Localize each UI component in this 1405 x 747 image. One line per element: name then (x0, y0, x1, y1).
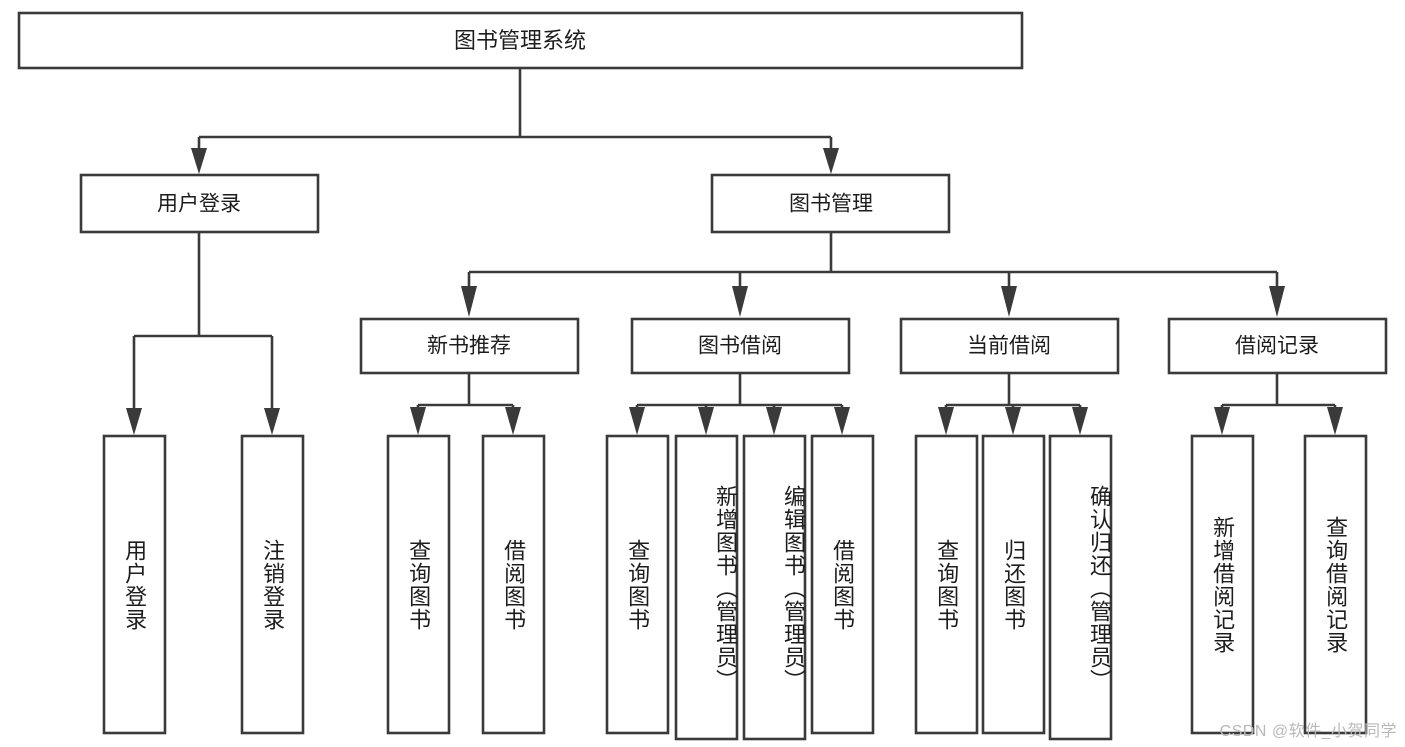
node-label-book-manage: 图书管理 (789, 193, 873, 216)
arrow-head-root-to-book-manage (823, 148, 839, 174)
arrow-head-leaf-borrow-book-a (505, 407, 521, 435)
arrow-head-leaf-add-record (1214, 407, 1230, 435)
arrow-head-leaf-return-book (1005, 407, 1021, 435)
node-label-root-title: 图书管理系统 (454, 28, 586, 53)
node-box-leaf-query-book-a[interactable] (386, 434, 451, 735)
node-label-book-borrow: 图书借阅 (698, 335, 782, 358)
node-box-leaf-user-login[interactable] (102, 434, 167, 735)
node-box-leaf-edit-book[interactable] (742, 434, 807, 741)
arrow-head-leaf-query-book-c (938, 407, 954, 435)
node-box-new-book-rec[interactable] (359, 317, 580, 375)
arrow-head-new-book-rec (461, 286, 477, 317)
node-label-user-login: 用户登录 (157, 193, 241, 216)
arrow-head-leaf-confirm-return (1072, 407, 1088, 435)
arrow-head-leaf-query-book-b (629, 407, 645, 435)
node-box-borrow-record[interactable] (1167, 317, 1388, 375)
node-box-book-borrow[interactable] (630, 317, 851, 375)
arrow-head-leaf-borrow-book-b (834, 407, 850, 435)
node-label-borrow-record: 借阅记录 (1235, 335, 1319, 358)
arrow-head-leaf-edit-book (766, 407, 782, 435)
node-box-leaf-query-book-c[interactable] (914, 434, 979, 735)
arrow-head-leaf-logout (264, 408, 280, 435)
node-box-root-title[interactable] (17, 11, 1024, 70)
node-box-leaf-logout[interactable] (240, 434, 305, 735)
node-box-leaf-add-record[interactable] (1190, 434, 1255, 735)
node-box-leaf-query-book-b[interactable] (605, 434, 670, 735)
node-box-leaf-query-record[interactable] (1303, 434, 1368, 735)
arrow-head-leaf-user-login (126, 408, 142, 435)
arrow-head-leaf-query-book-a (410, 407, 426, 435)
node-box-leaf-return-book[interactable] (981, 434, 1046, 735)
arrow-head-leaf-add-book (698, 407, 714, 435)
node-label-new-book-rec: 新书推荐 (427, 335, 511, 358)
watermark-text: CSDN @软件_小贺同学 (1219, 723, 1397, 740)
node-box-current-borrow[interactable] (899, 317, 1120, 375)
arrow-head-leaf-query-record (1327, 407, 1343, 435)
node-box-book-manage[interactable] (710, 173, 951, 234)
node-label-current-borrow: 当前借阅 (967, 335, 1051, 358)
node-box-leaf-confirm-return[interactable] (1048, 434, 1113, 741)
arrow-head-current-borrow (1001, 286, 1017, 317)
arrow-head-book-borrow (732, 286, 748, 317)
node-box-leaf-add-book[interactable] (674, 434, 739, 741)
arrow-head-root-to-user-login (191, 148, 207, 174)
node-box-leaf-borrow-book-a[interactable] (481, 434, 546, 735)
arrow-head-borrow-record (1269, 286, 1285, 317)
node-box-leaf-borrow-book-b[interactable] (810, 434, 875, 735)
